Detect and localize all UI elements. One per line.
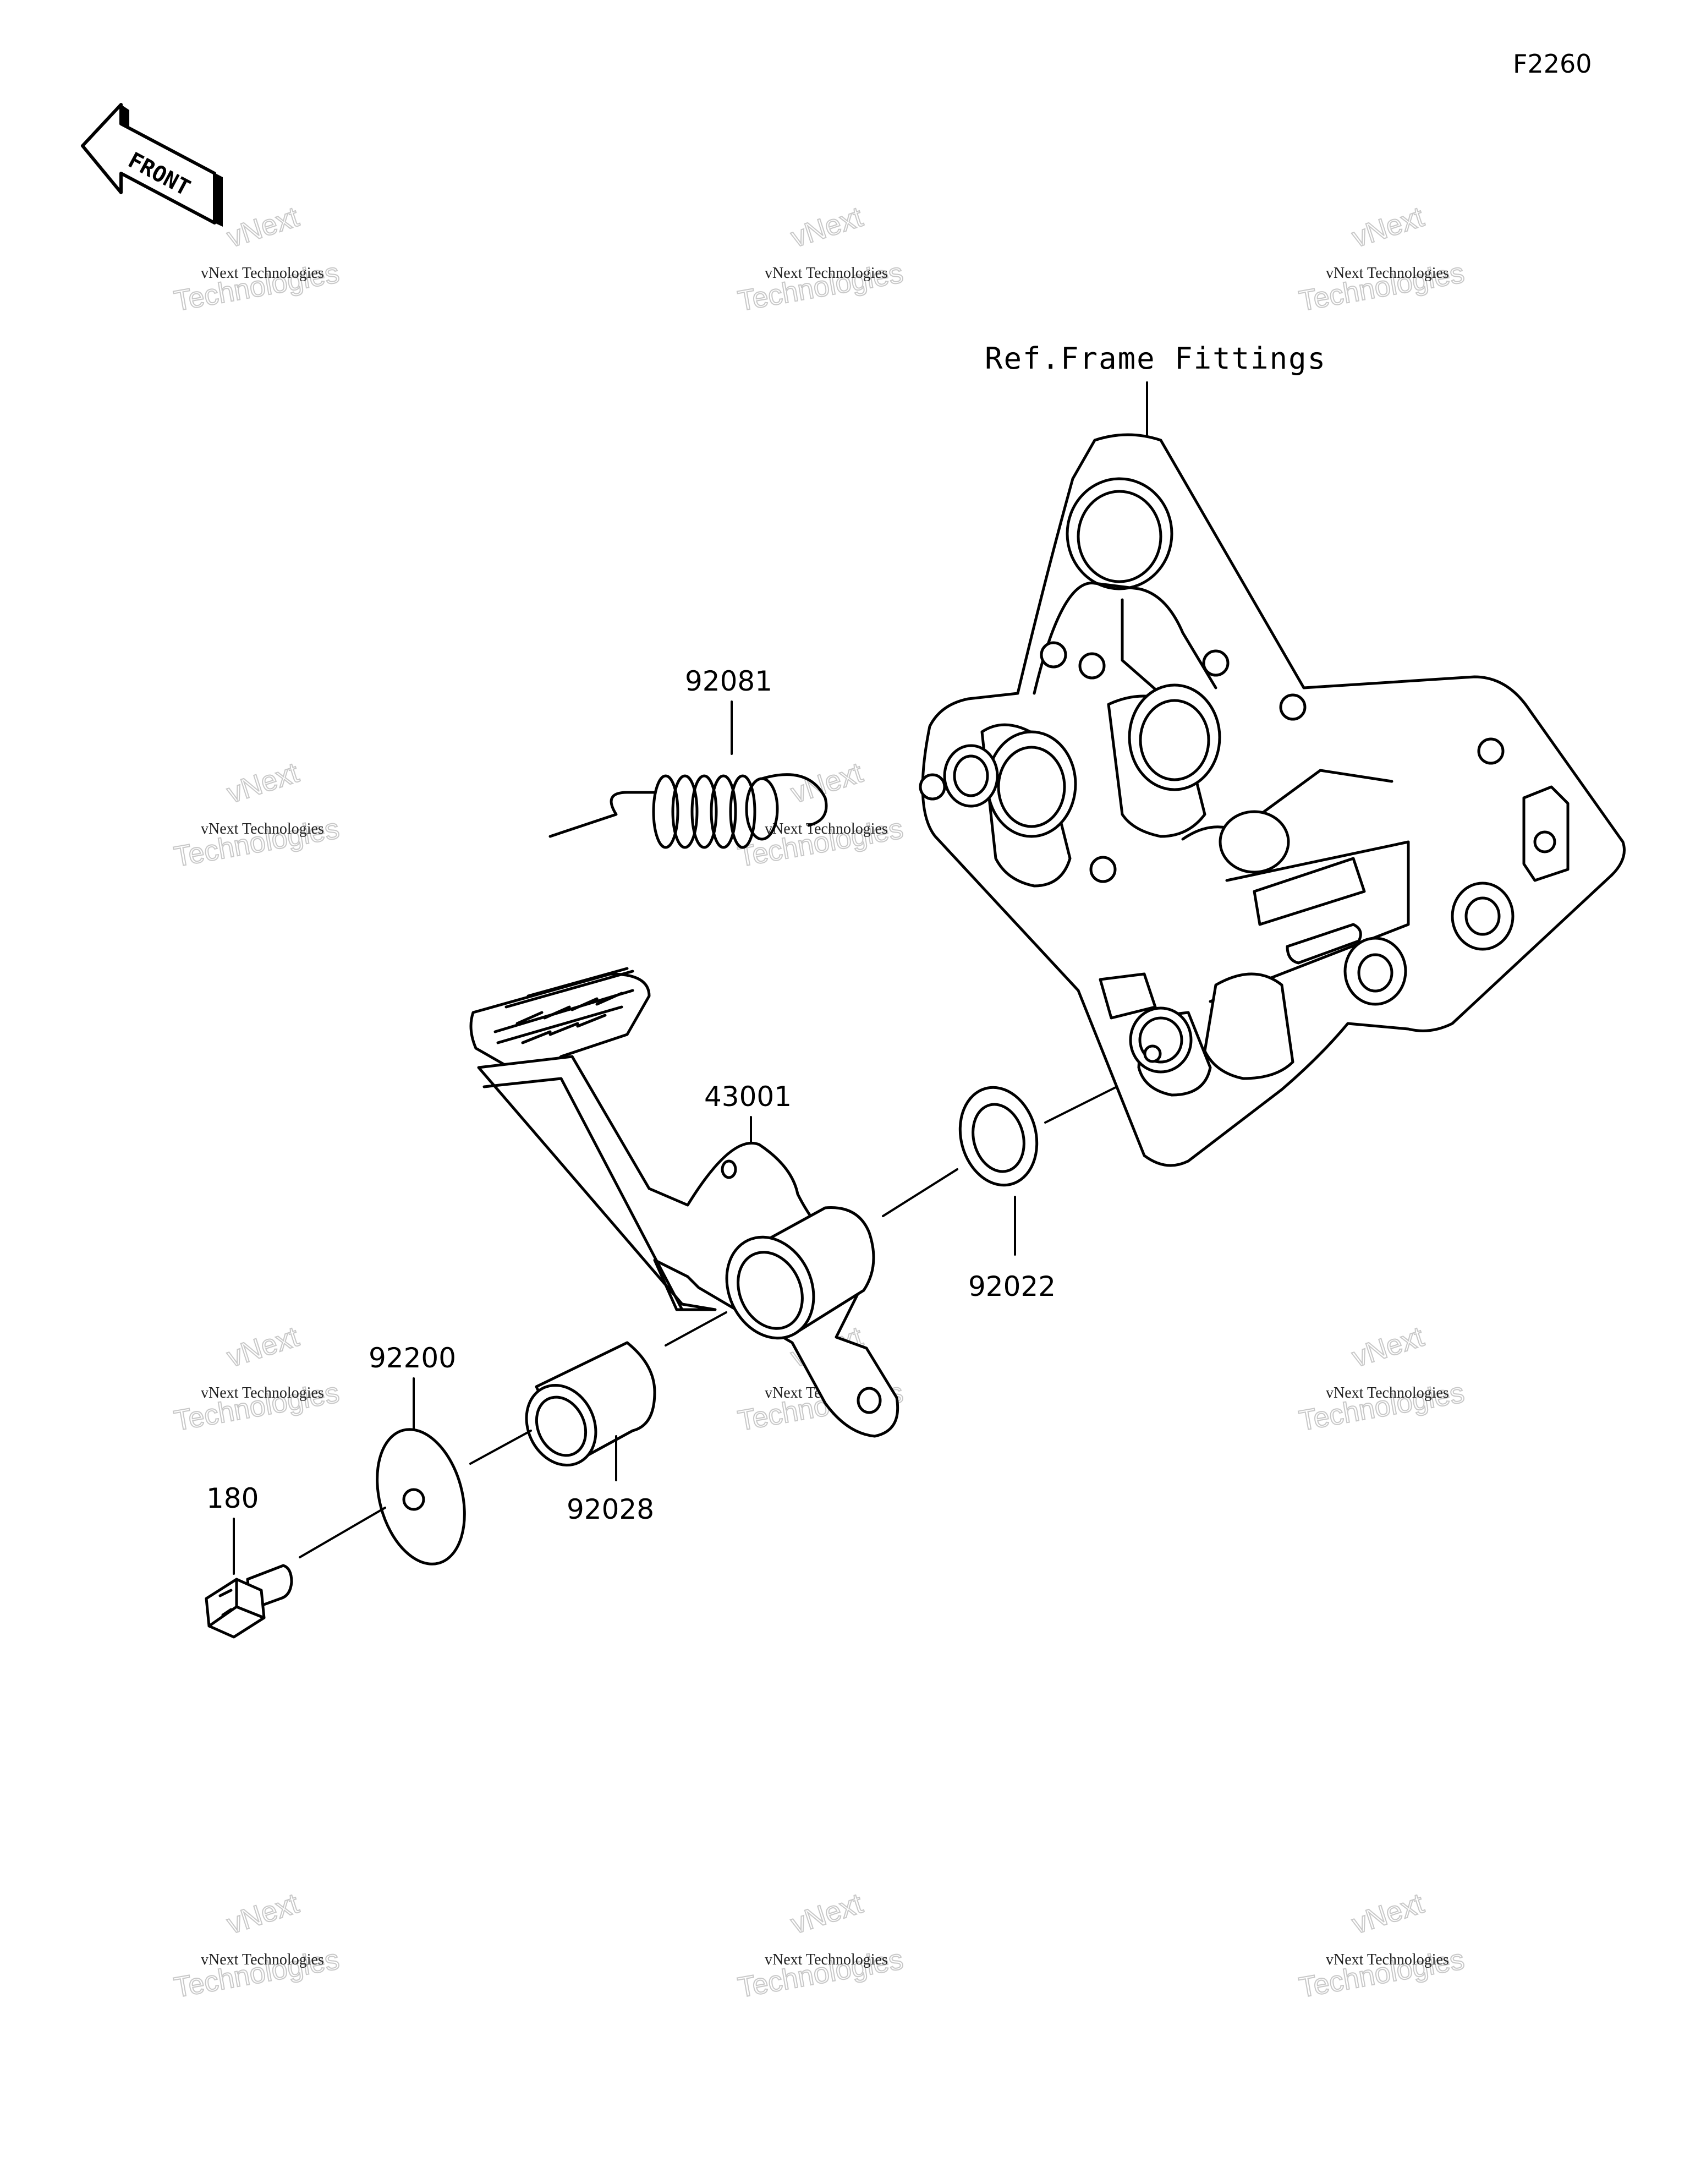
diagram-code: F2260	[1513, 49, 1592, 79]
part-label-43001: 43001	[704, 1081, 792, 1113]
axis-line	[1044, 1086, 1118, 1124]
watermark-small: vNext Technologies	[765, 1951, 888, 1968]
watermark-small: vNext Technologies	[1326, 1951, 1449, 1968]
spring-92081	[548, 773, 828, 849]
watermark: vNext Technologies vNext Technologies	[171, 1320, 342, 1438]
watermark: vNext Technologies vNext Technologies	[171, 756, 342, 874]
watermark: vNext Technologies vNext Technologies	[1296, 1887, 1467, 2005]
watermark-group: vNext Technologies vNext Technologies vN…	[171, 200, 1467, 2005]
part-label-92081: 92081	[685, 665, 772, 697]
watermark: vNext Technologies vNext Technologies	[735, 200, 906, 318]
watermark-small: vNext Technologies	[201, 820, 324, 838]
watermark-small: vNext Technologies	[765, 265, 888, 282]
watermark-big-1: vNext	[223, 1321, 303, 1373]
watermark-small: vNext Technologies	[1326, 1384, 1449, 1402]
axis-line	[299, 1507, 386, 1558]
watermark-small: vNext Technologies	[201, 265, 324, 282]
watermark: vNext Technologies vNext Technologies	[735, 756, 906, 874]
watermark-small: vNext Technologies	[765, 820, 888, 838]
watermark: vNext Technologies vNext Technologies	[1296, 1320, 1467, 1438]
watermark: vNext Technologies vNext Technologies	[1296, 200, 1467, 318]
part-label-92200: 92200	[369, 1342, 456, 1374]
watermark: vNext Technologies vNext Technologies	[735, 1887, 906, 2005]
washer-92022	[958, 1086, 1039, 1187]
part-label-180: 180	[206, 1482, 259, 1514]
front-arrow-icon: FRONT	[81, 103, 223, 227]
watermark-small: vNext Technologies	[1326, 265, 1449, 282]
watermark-big-1: vNext	[223, 1887, 303, 1940]
watermark-big-1: vNext	[1348, 201, 1428, 254]
reference-label: Ref.Frame Fittings	[985, 341, 1326, 376]
watermark-big-1: vNext	[223, 201, 303, 254]
watermark-small: vNext Technologies	[201, 1384, 324, 1402]
frame-fitting-bracket	[919, 433, 1626, 1167]
watermark: vNext Technologies vNext Technologies	[171, 200, 342, 318]
axis-line	[665, 1311, 727, 1346]
part-label-92028: 92028	[567, 1493, 654, 1525]
watermark: vNext Technologies vNext Technologies	[171, 1887, 342, 2005]
brake-pedal-43001	[469, 967, 899, 1438]
bushing-92028	[525, 1341, 656, 1467]
watermark-big-1: vNext	[223, 757, 303, 809]
watermark-big-1: vNext	[787, 1887, 867, 1940]
watermark-big-1: vNext	[1348, 1321, 1428, 1373]
watermark-big-1: vNext	[787, 201, 867, 254]
watermark-small: vNext Technologies	[201, 1951, 324, 1968]
watermark-big-1: vNext	[1348, 1887, 1428, 1940]
bolt-180	[205, 1564, 293, 1639]
axis-line	[469, 1430, 532, 1465]
part-label-92022: 92022	[968, 1271, 1056, 1302]
washer-92200	[376, 1428, 466, 1566]
axis-line	[882, 1168, 958, 1217]
